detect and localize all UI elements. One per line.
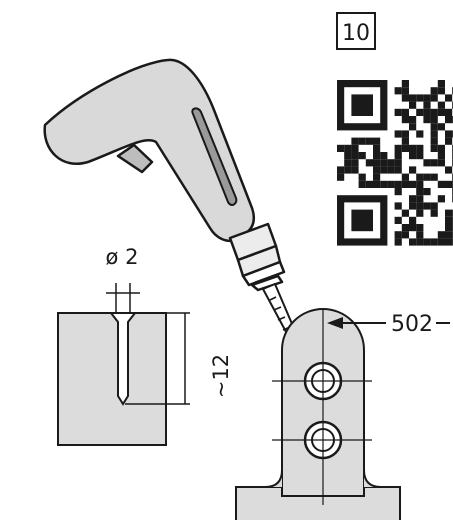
qr-modules bbox=[337, 80, 453, 246]
power-drill-icon bbox=[43, 58, 305, 357]
qr-code-icon bbox=[337, 80, 453, 246]
part-502 bbox=[235, 308, 401, 520]
step-number: 10 bbox=[342, 21, 370, 46]
part-number-label: 502 bbox=[391, 312, 433, 337]
hole-detail bbox=[57, 283, 190, 446]
part-number-callout bbox=[327, 317, 450, 329]
hole-diameter-label: ø 2 bbox=[106, 245, 139, 269]
qr-finder-patterns bbox=[337, 80, 388, 246]
hole-depth-label: ~12 bbox=[209, 354, 233, 398]
step-number-box: 10 bbox=[336, 12, 376, 50]
